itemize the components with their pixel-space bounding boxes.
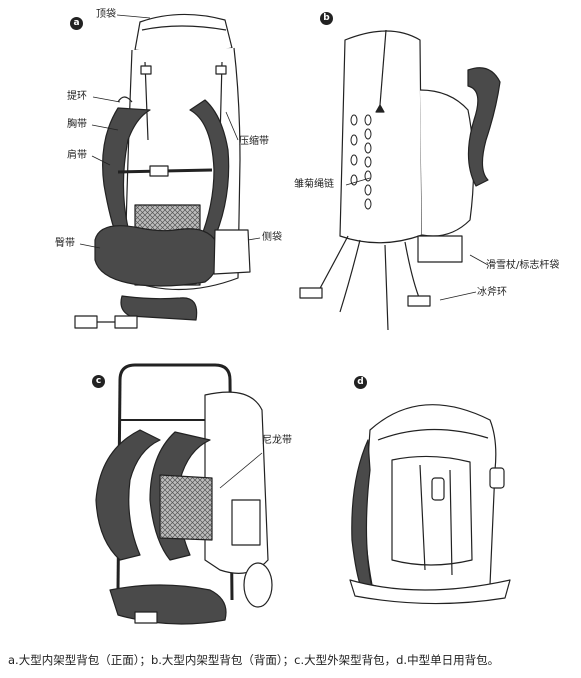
figure-caption: a.大型内架型背包（正面）；b.大型内架型背包（背面）；c.大型外架型背包，d.… xyxy=(8,653,500,667)
label-shoulder-strap: 肩带 xyxy=(67,150,87,161)
backpack-b-back xyxy=(299,29,501,331)
label-compression-strap: 压缩带 xyxy=(239,136,269,147)
label-side-pocket: 侧袋 xyxy=(262,232,282,243)
label-ski-pole-sleeve: 滑雪杖/标志杆袋 xyxy=(486,260,560,271)
backpack-c-external-frame xyxy=(95,363,273,625)
label-ice-axe-loop: 冰斧环 xyxy=(477,287,507,298)
backpack-a-front xyxy=(74,13,251,329)
label-top-pocket: 顶袋 xyxy=(96,9,116,20)
label-handle: 提环 xyxy=(67,91,87,102)
leader-lines xyxy=(79,14,489,489)
label-chest-strap: 胸带 xyxy=(67,119,87,130)
label-hip-belt: 臀带 xyxy=(55,238,75,249)
label-daisy-chain: 雏菊绳链 xyxy=(294,179,334,190)
panel-a-badge: a xyxy=(70,17,83,30)
panel-b-badge: b xyxy=(320,12,333,25)
panel-c-badge: c xyxy=(92,375,105,388)
backpack-d-daypack xyxy=(349,404,511,605)
panel-d-badge: d xyxy=(354,376,367,389)
label-nylon-strap: 尼龙带 xyxy=(262,435,292,446)
